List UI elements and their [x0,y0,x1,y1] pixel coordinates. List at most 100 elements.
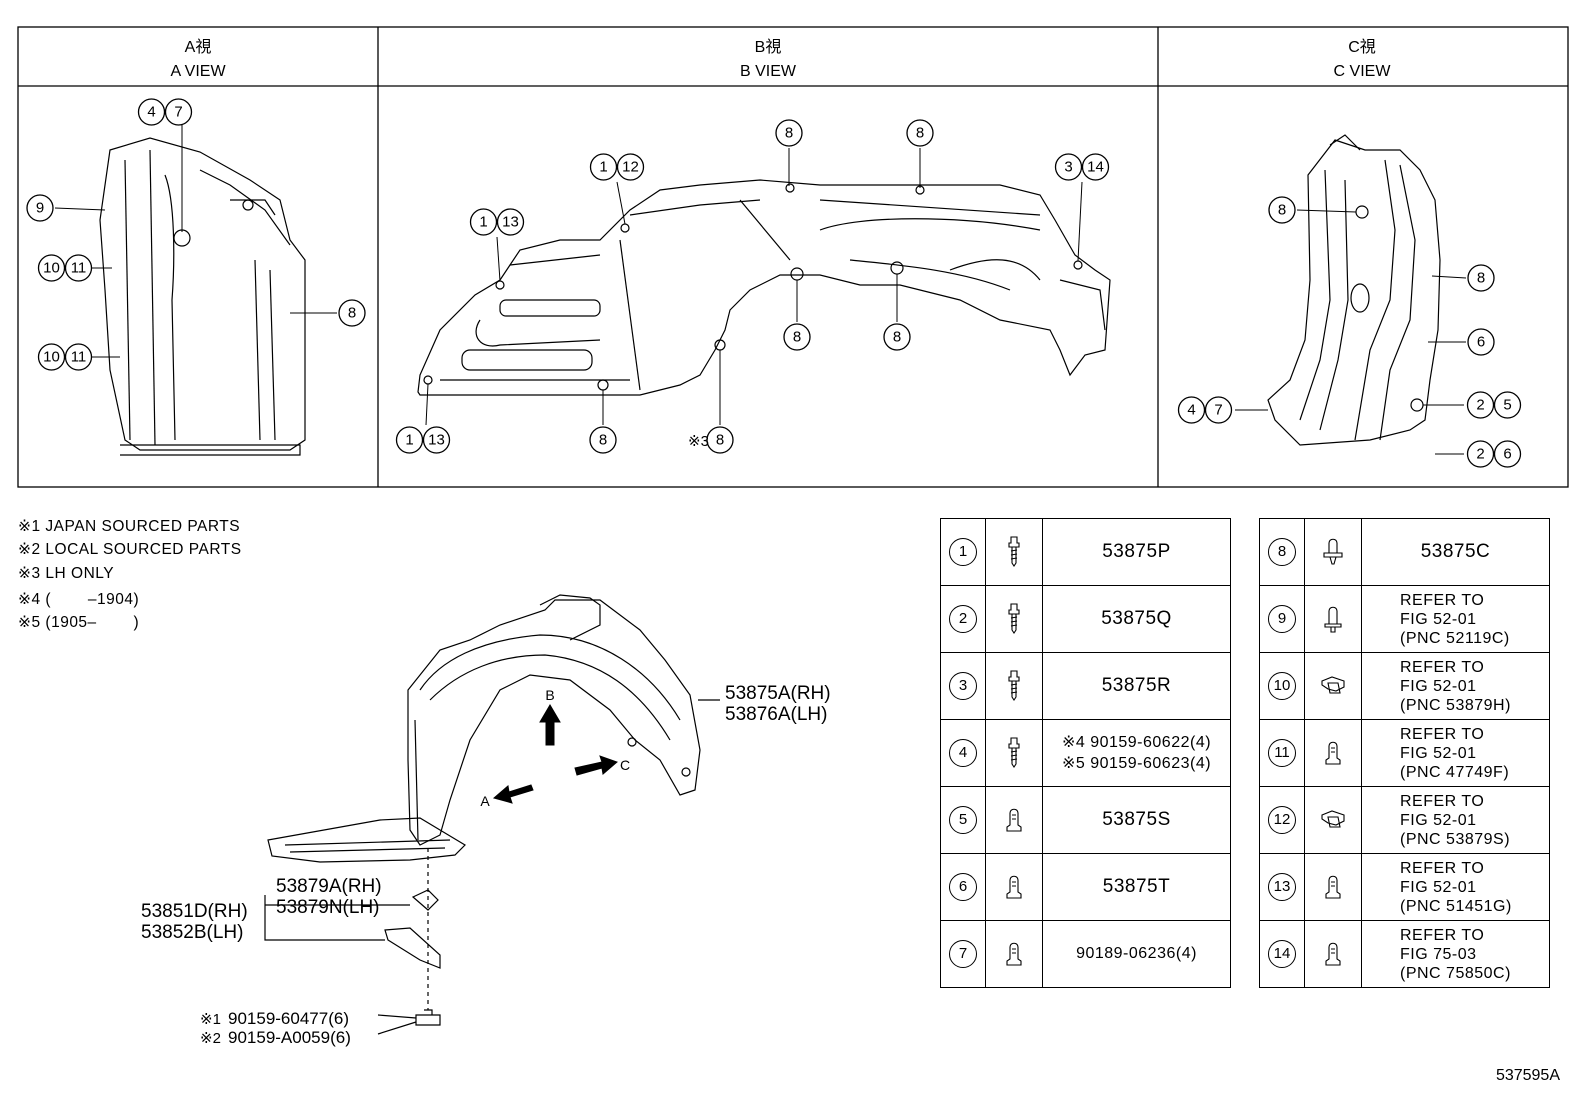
callout-circle [1467,328,1495,356]
callout-circle [1081,153,1110,181]
callout-number-8: 8 [599,432,607,449]
arrow-a-label: A [480,793,490,809]
fender-liner-assembly-drawing [264,594,720,1035]
note-date-range-5: ※5 (1905– ) [18,614,140,631]
legend-icon-cell [1304,652,1362,720]
callout-leader-line [1077,181,1083,262]
callout-circle [64,254,93,282]
legend-part-number: 53875Q [1042,585,1231,653]
screw-icon [1008,536,1020,567]
callout-circle [589,426,617,454]
callout-number-1: 1 [479,214,487,231]
screw-icon [1008,737,1020,768]
legend-callout-number: 13 [1268,873,1296,901]
legend-icon-cell [1304,518,1362,586]
legend-callout-number: 4 [949,739,977,767]
legend-row-10: 10 REFER TO FIG 52-01 (PNC 53879H) [1259,652,1550,720]
legend-callout-number: 5 [949,806,977,834]
callout-number-11: 11 [71,260,87,277]
legend-callout-number: 9 [1268,605,1296,633]
bolt-1-pn: 90159-60477(6) [228,1009,349,1028]
callout-number-6: 6 [1503,446,1511,463]
callout-circle [1493,391,1522,419]
callout-circle [395,426,424,454]
callout-number-3: 3 [1064,159,1072,176]
legend-part-number: 53875P [1042,518,1231,586]
legend-reference: REFER TO FIG 75-03 (PNC 75850C) [1361,920,1550,988]
view-c-title-jp: C視 [1348,38,1376,56]
callout-circle [589,153,618,181]
legend-row-14: 14 REFER TO FIG 75-03 (PNC 75850C) [1259,920,1550,988]
view-c-liner-drawing [1267,134,1441,446]
legend-row-9: 9 REFER TO FIG 52-01 (PNC 52119C) [1259,585,1550,653]
callout-circle [496,208,525,236]
legend-icon-cell [985,652,1043,720]
legend-number-cell: 2 [940,585,986,653]
legend-reference: REFER TO FIG 52-01 (PNC 51451G) [1361,853,1550,921]
callout-number-14: 14 [1087,159,1104,176]
callout-circle [906,119,934,147]
legend-number-cell: 6 [940,853,986,921]
legend-icon-cell [1304,786,1362,854]
legend-row-8: 8 53875C [1259,518,1550,586]
legend-callout-number: 3 [949,672,977,700]
callout-number-10: 10 [43,349,60,366]
legend-number-cell: 13 [1259,853,1305,921]
legend-callout-number: 12 [1268,806,1296,834]
note-japan-sourced: ※1 JAPAN SOURCED PARTS [18,518,241,535]
legend-number-cell: 5 [940,786,986,854]
legend-icon-cell [985,920,1043,988]
legend-callout-number: 11 [1268,739,1296,767]
callout-number-12: 12 [622,159,639,176]
legend-callout-number: 8 [1268,538,1296,566]
callout-number-4: 4 [1187,402,1195,419]
callout-number-2: 2 [1476,397,1484,414]
bracket-rh-pn: 53851D(RH) [141,901,248,922]
legend-part-number: ※4 90159-60622(4) [1061,734,1212,751]
view-c-title-en: C VIEW [1334,63,1392,80]
bolt-2-pn: 90159-A0059(6) [228,1028,351,1047]
callout-number-13: 13 [428,432,445,449]
legend-icon-cell [1304,719,1362,787]
legend-reference: REFER TO FIG 52-01 (PNC 52119C) [1361,585,1550,653]
legend-reference: REFER TO FIG 52-01 (PNC 53879H) [1361,652,1550,720]
liner-rh-pn: 53875A(RH) [725,683,831,704]
callout-circle [775,119,803,147]
arrow-c-icon [574,755,618,776]
legend-icon-cell [1304,920,1362,988]
callout-leader-line [496,236,501,282]
callout-number-5: 5 [1503,397,1511,414]
callout-number-8: 8 [348,305,356,322]
legend-part-number: 53875C [1361,518,1550,586]
legend-callout-number: 2 [949,605,977,633]
callout-leader-line [616,181,626,225]
view-a-title-en: A VIEW [170,63,226,80]
view-b-liner-drawing [417,179,1111,396]
callout-circle [137,98,166,126]
callout-number-8: 8 [785,125,793,142]
legend-part-number: 53875R [1042,652,1231,720]
callout-number-6: 6 [1477,334,1485,351]
legend-reference: REFER TO FIG 52-01 (PNC 53879S) [1361,786,1550,854]
callout-circle [338,299,366,327]
legend-callout-number: 6 [949,873,977,901]
legend-number-cell: 14 [1259,920,1305,988]
legend-icon-cell [1304,585,1362,653]
callout-number-11: 11 [71,349,87,366]
legend-number-cell: 7 [940,920,986,988]
callout-circle [469,208,498,236]
legend-number-cell: 10 [1259,652,1305,720]
callout-circle [706,426,734,454]
note-local-sourced: ※2 LOCAL SOURCED PARTS [18,541,242,558]
legend-part-number-cell: ※4 90159-60622(4)※5 90159-60623(4) [1042,719,1231,787]
callout-circle [783,323,811,351]
clip-icon [1006,875,1022,899]
bolt-2-mark: ※2 [200,1030,221,1047]
callout-circle [37,254,66,282]
callout-circle [1466,440,1495,468]
wing-clip-icon [1321,676,1345,694]
